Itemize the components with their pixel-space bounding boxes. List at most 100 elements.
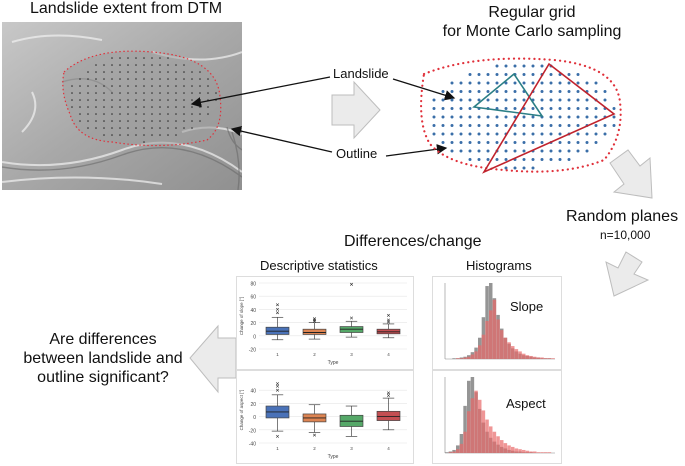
grid-point xyxy=(486,81,490,85)
histogram-bar xyxy=(511,446,515,453)
dtm-grid-point xyxy=(143,106,145,108)
histogram-bar xyxy=(467,356,471,359)
dtm-grid-point xyxy=(135,92,137,94)
grid-point xyxy=(522,141,526,144)
dtm-grid-point xyxy=(119,113,121,115)
dtm-grid-point xyxy=(175,64,177,66)
grid-point xyxy=(522,64,526,68)
dtm-grid-point xyxy=(191,113,193,115)
grid-point xyxy=(504,124,508,127)
grid-point xyxy=(468,73,472,76)
grid-point xyxy=(585,98,589,102)
dtm-grid-point xyxy=(175,127,177,129)
box xyxy=(302,328,327,335)
dtm-grid-point xyxy=(111,120,113,122)
grid-point xyxy=(477,141,481,144)
grid-point xyxy=(594,124,598,127)
histogram-bar xyxy=(547,358,552,359)
grid-point xyxy=(495,115,499,119)
grid-point xyxy=(558,132,562,136)
dtm-grid-point xyxy=(135,99,137,101)
outlier-point xyxy=(386,391,391,395)
dtm-grid-point xyxy=(111,127,113,129)
dtm-grid-point xyxy=(159,78,161,80)
histogram-bar xyxy=(533,451,537,453)
y-tick-label: 40 xyxy=(250,308,256,314)
histogram-bar xyxy=(492,431,497,453)
dtm-grid-point xyxy=(175,120,177,122)
grid-point xyxy=(513,166,517,170)
dtm-grid-point xyxy=(111,71,113,73)
grid-point xyxy=(567,149,571,153)
histogram-bar xyxy=(452,449,456,453)
dtm-grid-point xyxy=(87,120,89,122)
histogram-bar xyxy=(474,390,478,453)
grid-point xyxy=(540,132,544,136)
grid-point xyxy=(549,81,553,85)
grid-point xyxy=(486,98,490,102)
dtm-grid-point xyxy=(135,71,137,73)
dtm-grid-point xyxy=(119,92,121,94)
flow-arrow-left xyxy=(189,324,237,394)
flow-arrow-right xyxy=(331,80,381,140)
dtm-grid-point xyxy=(159,127,161,129)
grid-point xyxy=(594,115,598,119)
y-tick-label: 20 xyxy=(250,321,256,327)
outlier-point xyxy=(275,384,280,388)
grid-point xyxy=(558,124,562,127)
grid-point xyxy=(540,158,544,161)
dtm-grid-point xyxy=(183,127,185,129)
grid-point xyxy=(468,90,472,93)
grid-point xyxy=(558,141,562,144)
dtm-grid-point xyxy=(103,120,105,122)
plane-triangle-red xyxy=(482,62,616,174)
outlier-point xyxy=(386,318,391,322)
dtm-grid-point xyxy=(143,141,145,143)
grid-point xyxy=(468,115,472,119)
dtm-grid-point xyxy=(127,57,129,59)
dtm-grid-point xyxy=(95,92,97,94)
grid-point xyxy=(612,124,616,127)
dtm-grid-point xyxy=(111,57,113,59)
grid-point xyxy=(441,115,445,119)
histogram-bar xyxy=(459,358,464,359)
outlier-point xyxy=(349,316,354,320)
dtm-grid-point xyxy=(135,120,137,122)
grid-point xyxy=(513,107,517,110)
dtm-grid-point xyxy=(183,64,185,66)
histogram-bar xyxy=(511,346,515,359)
histogram-bar xyxy=(481,410,486,453)
grid-point xyxy=(585,115,589,119)
histogram-bar xyxy=(500,330,504,359)
outlier-point xyxy=(275,388,280,392)
histogram-bar xyxy=(496,436,500,453)
arrow-outline-right xyxy=(385,144,448,157)
dtm-grid-point xyxy=(151,85,153,87)
dtm-grid-point xyxy=(135,85,137,87)
grid-point xyxy=(531,81,535,85)
grid-point xyxy=(585,81,589,85)
dtm-grid-point xyxy=(71,92,73,94)
grid-point xyxy=(432,107,436,110)
y-tick-label: 40 xyxy=(250,389,256,395)
slope-label: Slope xyxy=(510,299,544,314)
dtm-grid-point xyxy=(207,85,209,87)
grid-point xyxy=(576,81,580,85)
grid-point xyxy=(468,158,472,161)
dtm-grid-point xyxy=(167,57,169,59)
grid-point xyxy=(567,98,571,102)
grid-point xyxy=(450,81,454,85)
descriptive-title: Descriptive statistics xyxy=(260,258,378,273)
grid-point xyxy=(432,124,436,127)
grid-point xyxy=(504,141,508,144)
grid-point xyxy=(540,90,544,93)
grid-point xyxy=(495,158,499,161)
dtm-grid-point xyxy=(111,113,113,115)
dtm-grid-point xyxy=(159,92,161,94)
grid-point xyxy=(477,90,481,93)
grid-point xyxy=(468,132,472,136)
dtm-grid-point xyxy=(151,113,153,115)
grid-point xyxy=(531,166,535,170)
grid-point xyxy=(504,107,508,110)
